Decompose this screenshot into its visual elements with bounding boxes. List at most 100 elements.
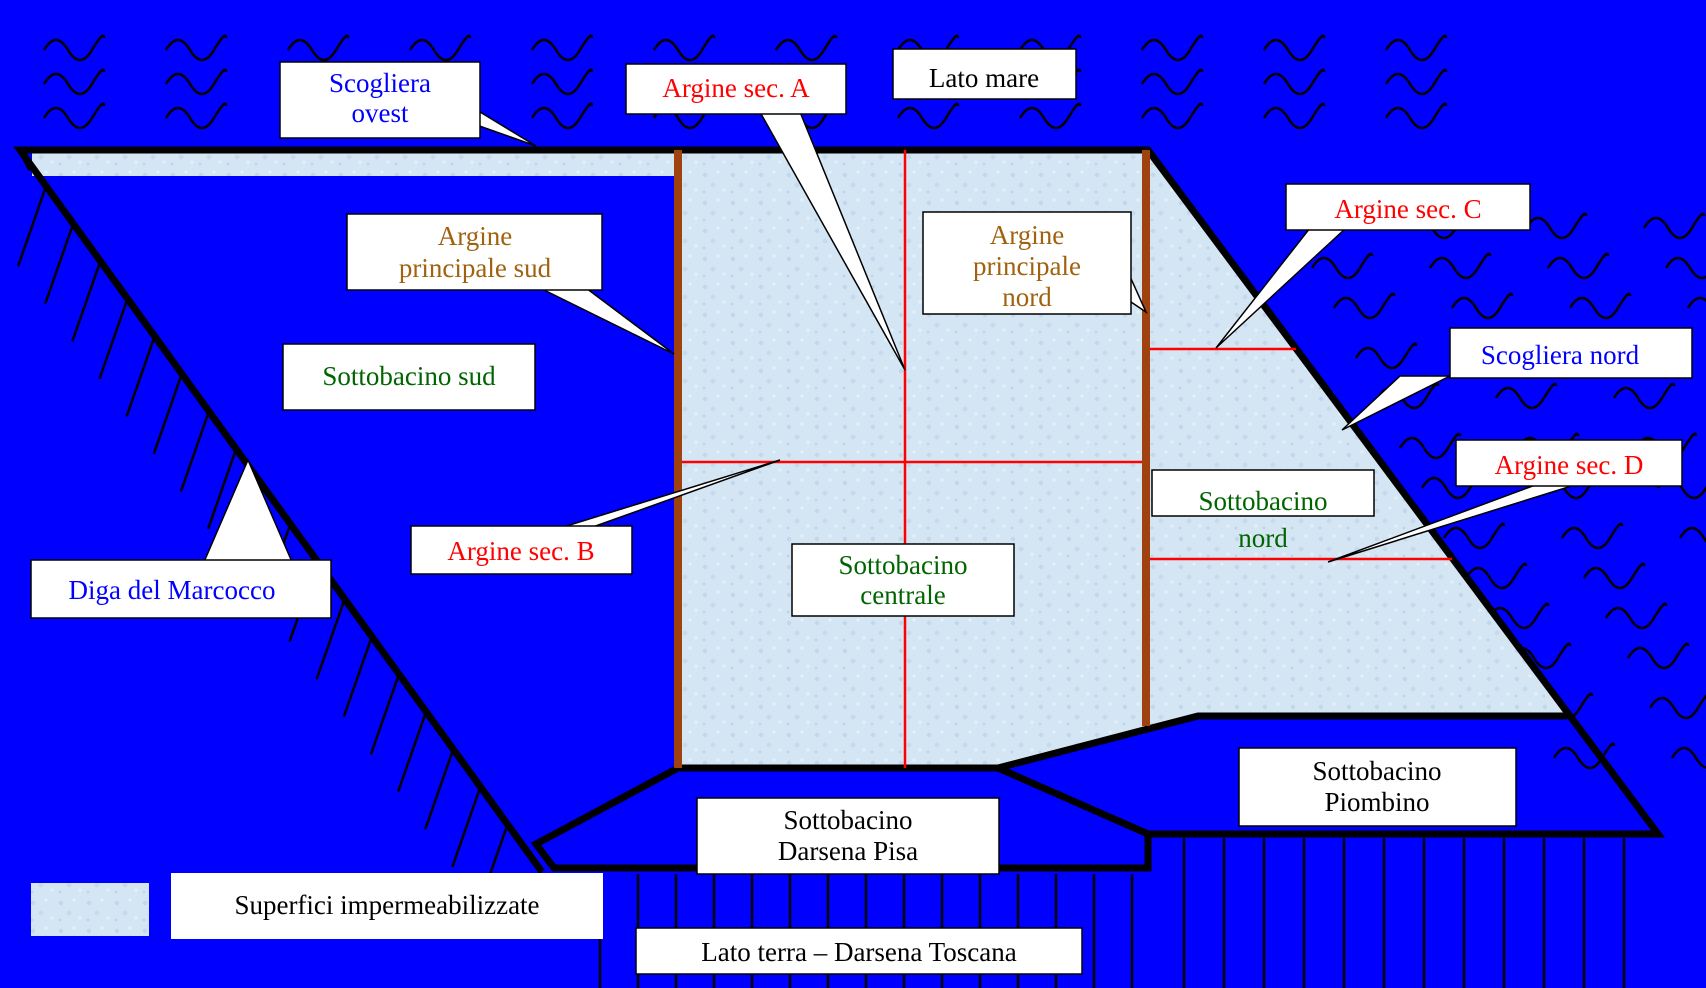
wave-symbol (1384, 34, 1448, 62)
wave-symbol (1642, 212, 1706, 240)
callout-argine-sec-b: Argine sec. B (410, 459, 781, 575)
hatch-line (152, 373, 183, 455)
wave-symbol (530, 68, 594, 96)
svg-text:Lato terra – Darsena Toscana: Lato terra – Darsena Toscana (701, 937, 1016, 967)
label-lato-terra: Lato terra – Darsena Toscana (635, 927, 1083, 975)
callout-argine-sec-d: Argine sec. D (1327, 439, 1683, 563)
wave-symbol (1310, 252, 1374, 280)
wave-symbol (1384, 68, 1448, 96)
svg-text:Argine sec. A: Argine sec. A (662, 73, 810, 103)
wave-symbol (1450, 292, 1514, 320)
wave-symbol (1670, 746, 1706, 769)
wave-symbol (42, 34, 106, 62)
wave-symbol (1442, 522, 1506, 550)
wave-symbol (1262, 102, 1326, 130)
wave-symbol (1140, 34, 1204, 62)
svg-text:Lato mare: Lato mare (929, 63, 1039, 93)
sottobacino-piombino-line1: Sottobacino (1313, 756, 1442, 786)
sottobacino-centrale-line2: centrale (860, 580, 945, 610)
wave-symbol (1560, 522, 1624, 550)
svg-text:Diga del Marcocco: Diga del Marcocco (69, 575, 276, 605)
wave-symbol (1428, 252, 1492, 280)
legend: Superfici impermeabilizzate (31, 873, 603, 939)
wave-symbol (164, 34, 228, 62)
wave-symbol (530, 102, 594, 130)
sottobacino-centrale-line1: Sottobacino (839, 550, 968, 580)
hatch-line (369, 673, 401, 755)
wave-symbol (1018, 102, 1082, 130)
argine-principale-sud-line1: Argine (438, 221, 513, 251)
svg-text:Argine sec. C: Argine sec. C (1334, 194, 1481, 224)
wave-symbol (774, 34, 838, 62)
wave-symbol (1262, 34, 1326, 62)
wave-symbol (164, 68, 228, 96)
wave-symbol (1678, 526, 1706, 544)
hatch-line (44, 223, 75, 305)
sottobacino-nord-line1: Sottobacino (1199, 486, 1328, 516)
hatch-line (206, 448, 238, 530)
argine-principale-nord-line1: Argine (990, 220, 1065, 250)
basin-outline-west-inner (18, 149, 32, 171)
callout-diga-del-marcocco: Diga del Marcocco (30, 458, 332, 619)
wave-symbol (42, 102, 106, 130)
wave-symbol (1486, 602, 1550, 630)
sottobacino-nord-line2: nord (1238, 523, 1288, 553)
hatch-line (424, 748, 455, 830)
wave-symbol (1568, 292, 1632, 320)
scogliera-ovest-line2: ovest (352, 98, 409, 128)
wave-symbol (1664, 256, 1706, 280)
wave-symbol (1612, 382, 1676, 410)
impermeable-strip-south (32, 151, 678, 176)
legend-label: Superfici impermeabilizzate (234, 890, 539, 920)
callout-scogliera-nord: Scogliera nord (1341, 327, 1693, 431)
hatch-line (125, 335, 156, 417)
svg-text:Scogliera nord: Scogliera nord (1481, 340, 1640, 370)
wave-symbol (1686, 296, 1706, 309)
wave-symbol (652, 34, 716, 62)
wave-symbol (164, 102, 228, 130)
scogliera-ovest-line1: Scogliera (329, 68, 431, 98)
svg-text:Argine sec. D: Argine sec. D (1495, 450, 1644, 480)
hatch-line (16, 185, 48, 267)
hatch-line (71, 260, 102, 342)
wave-symbol (1604, 602, 1668, 630)
wave-symbol (896, 102, 960, 130)
wave-symbol (1262, 68, 1326, 96)
wave-symbol (1384, 102, 1448, 130)
wave-symbol (1354, 342, 1418, 370)
label-lato-mare: Lato mare (892, 48, 1077, 100)
callout-argine-sec-c: Argine sec. C (1215, 183, 1531, 349)
basin-outline-darsena-pisa-edge (996, 764, 1150, 838)
argine-principale-sud-line2: principale sud (399, 253, 552, 283)
wave-symbol (1494, 382, 1558, 410)
legend-swatch (31, 883, 149, 936)
wave-symbol (1464, 562, 1528, 590)
label-sottobacino-sud: Sottobacino sud (282, 343, 536, 411)
sea-waves (42, 34, 1706, 770)
hatch-line (98, 298, 129, 380)
wave-symbol (530, 34, 594, 62)
wave-symbol (1546, 252, 1610, 280)
hatch-line (342, 636, 374, 718)
svg-text:Argine sec. B: Argine sec. B (447, 536, 594, 566)
svg-text:Sottobacino sud: Sottobacino sud (322, 361, 496, 391)
hatch-line (179, 410, 211, 492)
hatch-line (451, 786, 482, 868)
argine-principale-nord-line2: principale (973, 251, 1081, 281)
wave-symbol (286, 34, 350, 62)
wave-symbol (1626, 642, 1690, 670)
hatch-line (396, 711, 428, 793)
callout-argine-sec-a: Argine sec. A (625, 63, 906, 371)
